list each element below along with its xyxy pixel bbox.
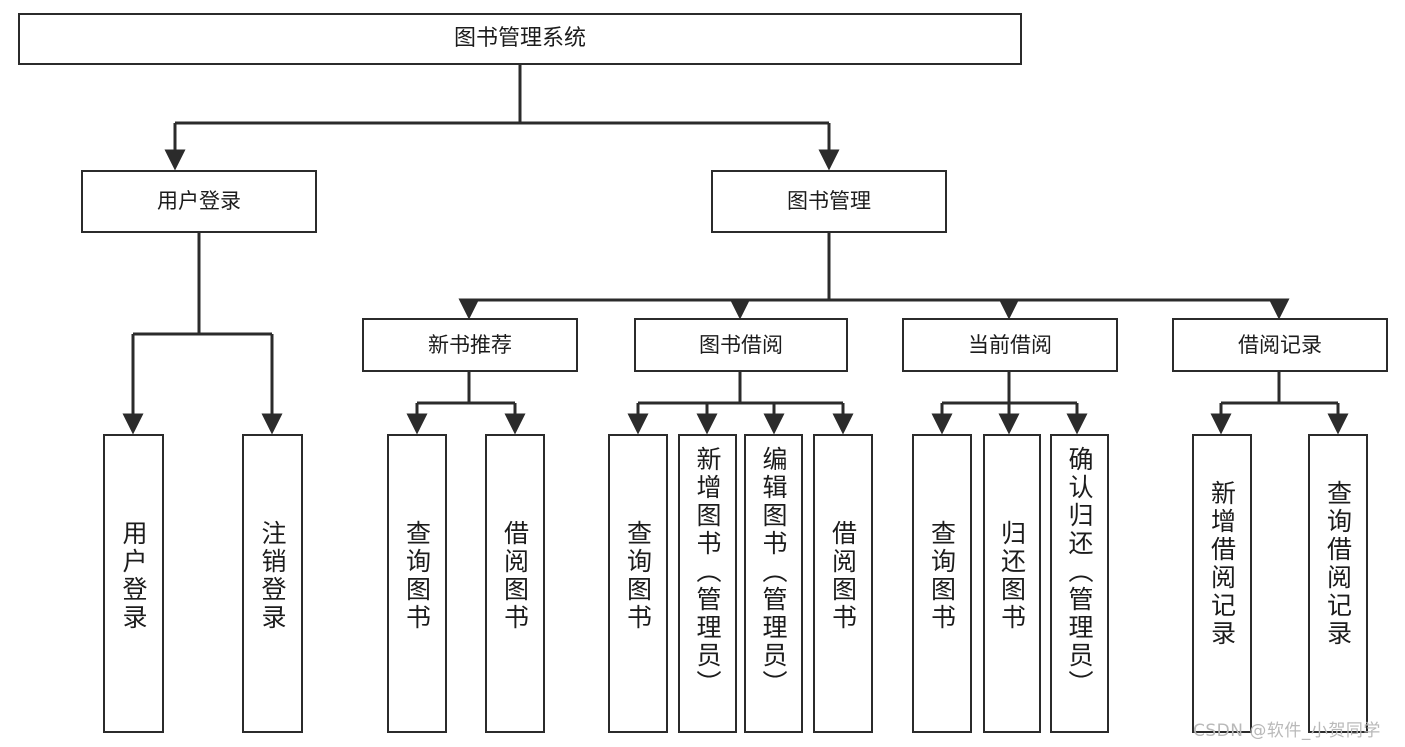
node-label: 新书推荐 [428,332,512,357]
node-label: 借阅记录 [1238,332,1322,357]
node-label: 确认归还（管理员） [1065,446,1094,698]
leaf-logout[interactable]: 注销登录 [242,434,303,733]
leaf-user-login[interactable]: 用户登录 [103,434,164,733]
node-book-management[interactable]: 图书管理 [711,170,947,233]
node-label: 编辑图书（管理员） [759,446,788,698]
node-label: 借阅图书 [500,520,530,632]
node-label: 新增借阅记录 [1207,480,1237,648]
leaf-query-books-current[interactable]: 查询图书 [912,434,972,733]
node-label: 查询图书 [927,520,957,632]
leaf-borrow-books-new-book[interactable]: 借阅图书 [485,434,545,733]
node-label: 查询借阅记录 [1323,480,1353,648]
leaf-edit-book-admin[interactable]: 编辑图书（管理员） [744,434,803,733]
node-label: 用户登录 [157,189,241,214]
node-label: 图书管理 [787,189,871,214]
node-label: 新增图书（管理员） [693,446,722,698]
leaf-add-borrow-record[interactable]: 新增借阅记录 [1192,434,1252,733]
leaf-query-borrow-record[interactable]: 查询借阅记录 [1308,434,1368,733]
node-label: 借阅图书 [828,520,858,632]
node-label: 当前借阅 [968,332,1052,357]
node-label: 归还图书 [997,520,1027,632]
node-label: 用户登录 [119,520,148,632]
node-user-login[interactable]: 用户登录 [81,170,317,233]
node-label: 注销登录 [258,520,287,632]
node-borrowing-record[interactable]: 借阅记录 [1172,318,1388,372]
node-label: 查询图书 [402,520,432,632]
node-label: 图书管理系统 [453,26,586,52]
leaf-return-books[interactable]: 归还图书 [983,434,1041,733]
leaf-borrow-books-borrow[interactable]: 借阅图书 [813,434,873,733]
node-new-book-recommendation[interactable]: 新书推荐 [362,318,578,372]
node-label: 图书借阅 [699,332,783,357]
leaf-add-book-admin[interactable]: 新增图书（管理员） [678,434,737,733]
node-label: 查询图书 [623,520,653,632]
leaf-query-books-borrow[interactable]: 查询图书 [608,434,668,733]
node-root-book-management-system[interactable]: 图书管理系统 [18,13,1022,65]
node-current-borrowing[interactable]: 当前借阅 [902,318,1118,372]
leaf-confirm-return-admin[interactable]: 确认归还（管理员） [1050,434,1109,733]
leaf-query-books-new-book[interactable]: 查询图书 [387,434,447,733]
node-book-borrowing[interactable]: 图书借阅 [634,318,848,372]
